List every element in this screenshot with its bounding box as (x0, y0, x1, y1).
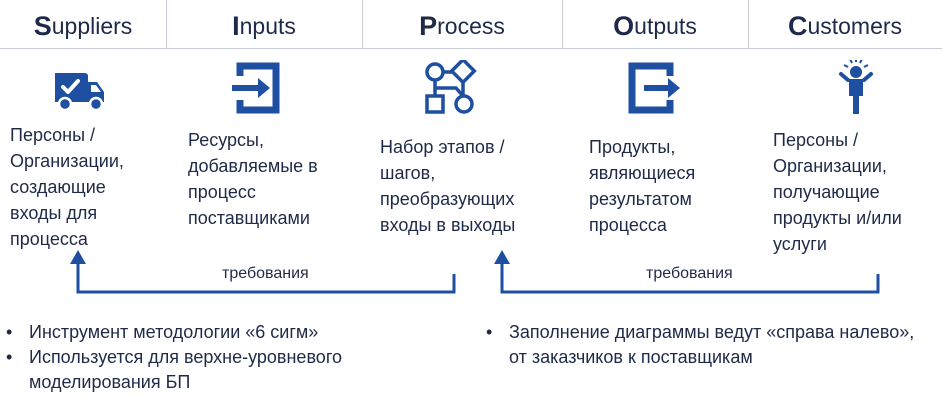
description-line: Персоны / (10, 125, 96, 145)
notes-right: Заполнение диаграммы ведут «справа налев… (482, 320, 922, 370)
header-divider (166, 0, 167, 48)
process-flow-icon (425, 60, 477, 114)
description-line: Ресурсы, (188, 130, 264, 150)
header-inputs-letter: I (232, 10, 240, 41)
description-line: процесс (188, 182, 256, 202)
description-line: Организации, (773, 156, 887, 176)
sign-in-arrow-icon (232, 62, 280, 114)
description-line: результатом (589, 189, 692, 209)
arrowhead-up-icon (70, 250, 86, 264)
description-line: входы для (10, 203, 98, 223)
header-divider (748, 0, 749, 48)
requirements-arrow-right (500, 262, 880, 294)
header-divider (562, 0, 563, 48)
description-line: услуги (773, 234, 827, 254)
header-divider (362, 0, 363, 48)
header-outputs-letter: O (613, 10, 635, 41)
header-inputs-rest: nputs (239, 12, 296, 39)
description-line: Продукты, (589, 137, 676, 157)
sign-out-arrow-icon (628, 62, 680, 114)
header-customers-rest: ustomers (807, 12, 903, 39)
requirements-label-right: требования (646, 265, 733, 282)
description-line: процесса (10, 229, 88, 249)
suppliers-description: Персоны / Организации, создающие входы д… (10, 122, 124, 252)
requirements-arrow-left (76, 262, 456, 294)
list-item: Инструмент методологии «6 сигм» (2, 320, 442, 345)
header-customers-letter: C (787, 10, 808, 41)
description-line: создающие (10, 177, 106, 197)
outputs-description: Продукты, являющиеся результатом процесс… (589, 134, 695, 238)
happy-person-icon (839, 60, 873, 114)
description-line: Организации, (10, 151, 124, 171)
description-line: процесса (589, 215, 667, 235)
customers-description: Персоны / Организации, получающие продук… (773, 127, 902, 257)
header-underline (0, 48, 942, 49)
header-outputs-rest: utputs (634, 12, 697, 39)
description-line: поставщиками (188, 208, 310, 228)
header-suppliers-letter: S (33, 10, 52, 41)
description-line: входы в выходы (380, 215, 516, 235)
notes-left: Инструмент методологии «6 сигм» Использу… (2, 320, 442, 395)
description-line: Персоны / (773, 130, 859, 150)
truck-checkmark-icon (55, 73, 104, 112)
list-item: Используется для верхне-уровневого модел… (2, 345, 442, 395)
header-suppliers-rest: uppliers (51, 12, 133, 39)
description-line: являющиеся (589, 163, 696, 183)
description-line: шагов, (380, 163, 436, 183)
description-line: получающие (773, 182, 880, 202)
process-description: Набор этапов / шагов, преобразующих вход… (380, 134, 515, 238)
header-process-letter: P (419, 10, 438, 41)
header-process-rest: rocess (437, 12, 505, 39)
requirements-label-left: требования (222, 265, 309, 282)
inputs-description: Ресурсы, добавляемые в процесс поставщик… (188, 127, 318, 231)
description-line: Набор этапов / (380, 137, 505, 157)
description-line: преобразующих (380, 189, 515, 209)
arrowhead-up-icon (494, 250, 510, 264)
description-line: добавляемые в (188, 156, 318, 176)
description-line: продукты и/или (773, 208, 902, 228)
list-item: Заполнение диаграммы ведут «справа налев… (482, 320, 922, 370)
